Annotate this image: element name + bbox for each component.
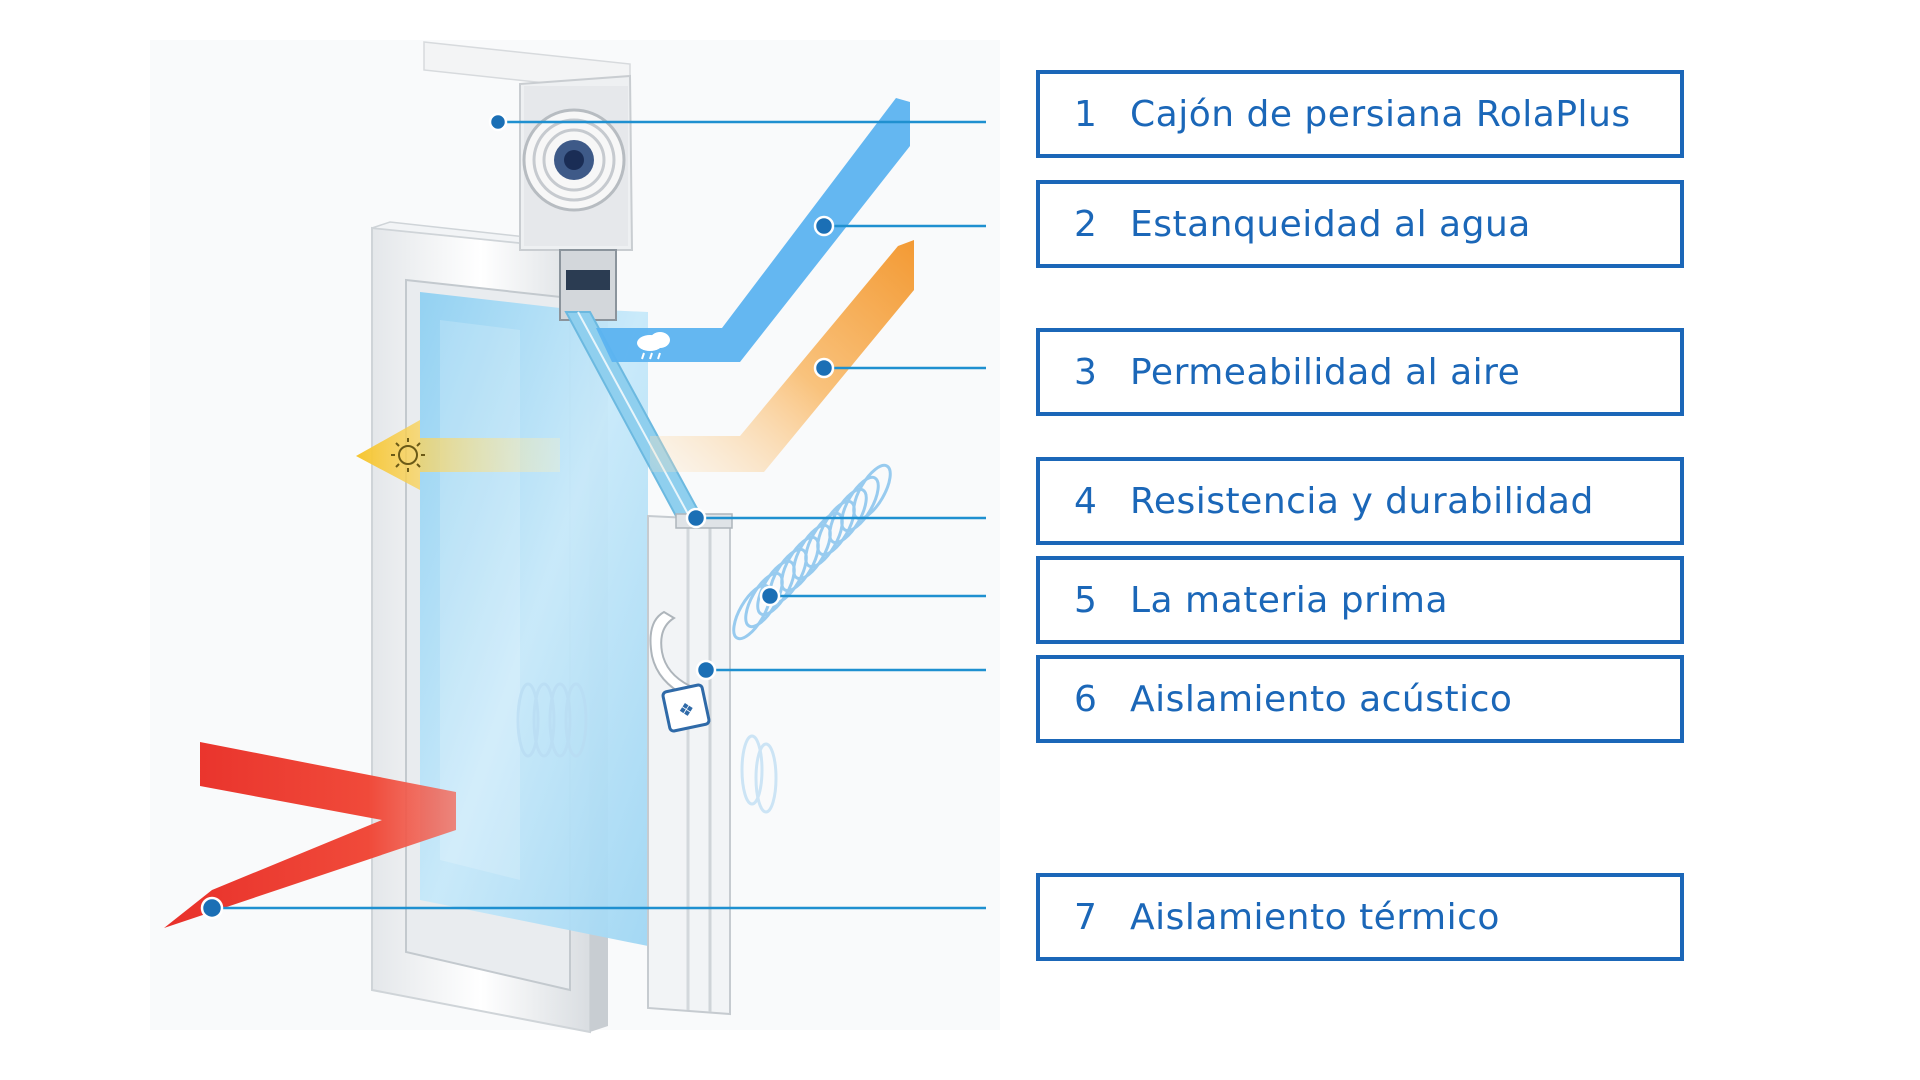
leader-dot-5	[759, 585, 781, 607]
leader-dot-2	[813, 215, 835, 237]
label-text: Cajón de persiana RolaPlus	[1130, 93, 1631, 135]
label-number: 7	[1074, 896, 1097, 938]
air-permeability-band	[650, 240, 914, 472]
water-tightness-band	[596, 98, 910, 362]
label-7: 7 Aislamiento térmico	[1036, 873, 1684, 961]
leader-dot-6	[695, 659, 717, 681]
label-3: 3 Permeabilidad al aire	[1036, 328, 1684, 416]
label-1: 1 Cajón de persiana RolaPlus	[1036, 70, 1684, 158]
leader-dots	[200, 112, 835, 920]
label-text: Permeabilidad al aire	[1130, 351, 1521, 393]
label-number: 5	[1074, 579, 1097, 621]
sound-waves-faded	[516, 682, 778, 814]
label-text: La materia prima	[1130, 579, 1449, 621]
svg-text:❖: ❖	[676, 698, 696, 722]
sun-icon	[391, 438, 425, 472]
label-2: 2 Estanqueidad al agua	[1036, 180, 1684, 268]
leader-dot-3	[813, 357, 835, 379]
label-text: Aislamiento térmico	[1130, 896, 1500, 938]
label-number: 1	[1074, 93, 1097, 135]
label-number: 6	[1074, 678, 1097, 720]
label-text: Aislamiento acústico	[1130, 678, 1513, 720]
label-number: 4	[1074, 480, 1097, 522]
sound-waves-coil	[732, 463, 892, 641]
leader-dot-4	[685, 507, 707, 529]
leader-dot-7	[200, 896, 224, 920]
roller-shutter-box	[423, 41, 634, 321]
hardware-badge-icon	[661, 683, 711, 733]
label-6: 6 Aislamiento acústico	[1036, 655, 1684, 743]
thermal-insulation-chevron	[164, 742, 456, 928]
label-4: 4 Resistencia y durabilidad	[1036, 457, 1684, 545]
label-5: 5 La materia prima	[1036, 556, 1684, 644]
label-number: 3	[1074, 351, 1097, 393]
label-text: Resistencia y durabilidad	[1130, 480, 1594, 522]
roller-shutter-icon	[522, 108, 626, 212]
label-text: Estanqueidad al agua	[1130, 203, 1531, 245]
leader-lines	[212, 120, 986, 910]
sun-arrow	[356, 420, 560, 490]
window-handle: ❖	[649, 610, 711, 733]
rain-cloud-icon	[637, 332, 670, 360]
label-number: 2	[1074, 203, 1097, 245]
leader-dot-1	[488, 112, 508, 132]
sash-vertical-section	[647, 513, 733, 1016]
